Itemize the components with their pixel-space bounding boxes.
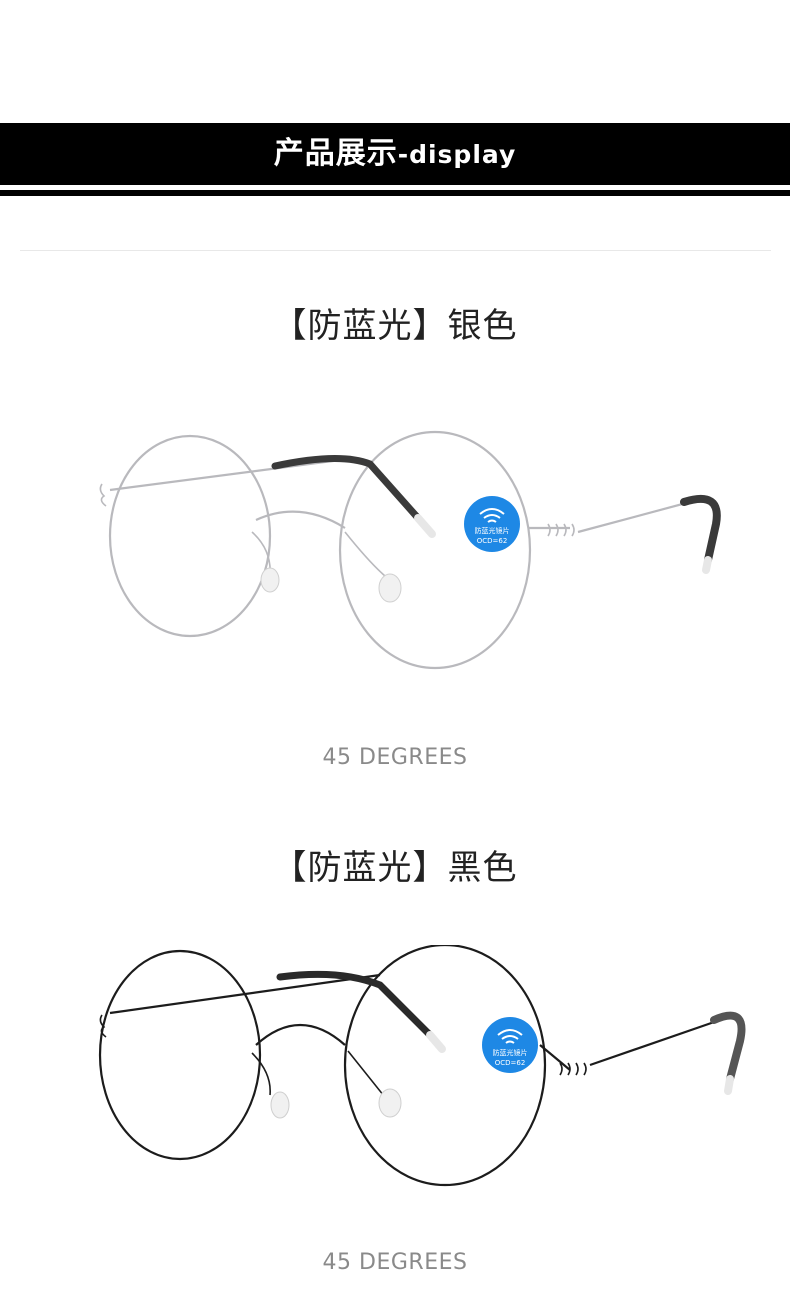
- nose-pad-right-black: [378, 1088, 402, 1118]
- left-lens-rim-black: [98, 949, 262, 1161]
- blue-light-sticker-black: 防蓝光镜片 OCD=62: [482, 1017, 538, 1073]
- banner-title-en: -display: [397, 140, 517, 169]
- angle-caption-silver: 45 DEGREES: [322, 745, 468, 770]
- sticker-text-1-black: 防蓝光镜片: [493, 1048, 528, 1057]
- banner-title: 产品展示-display: [0, 123, 790, 185]
- glasses-image-silver: 防蓝光镜片 OCD=62: [99, 430, 721, 670]
- nose-pad-right-silver: [378, 573, 402, 603]
- right-lens-rim-black: [343, 945, 547, 1187]
- banner-stripe: [0, 190, 790, 196]
- product-title-silver: 【防蓝光】银色: [272, 306, 518, 346]
- sticker-text-1-silver: 防蓝光镜片: [475, 526, 510, 535]
- right-lens-rim-silver: [338, 430, 532, 670]
- temple-tip-left-silver: [271, 455, 422, 522]
- divider: [20, 250, 771, 251]
- product-title-black: 【防蓝光】黑色: [272, 848, 518, 888]
- temple-tip-right-black: [710, 1011, 746, 1083]
- frame-silver: [99, 430, 691, 670]
- sticker-text-2-black: OCD=62: [495, 1059, 526, 1067]
- frame-black: [98, 945, 721, 1187]
- temple-tip-left-black: [276, 970, 434, 1039]
- section-banner: 产品展示-display: [0, 123, 790, 185]
- sticker-text-2-silver: OCD=62: [477, 537, 508, 545]
- angle-caption-black: 45 DEGREES: [322, 1250, 468, 1275]
- nose-pad-left-silver: [260, 567, 280, 593]
- banner-title-cn: 产品展示: [273, 136, 398, 171]
- nose-pad-left-black: [270, 1091, 290, 1119]
- left-lens-rim-silver: [108, 434, 272, 638]
- blue-light-sticker-silver: 防蓝光镜片 OCD=62: [464, 496, 520, 552]
- glasses-image-black: 防蓝光镜片 OCD=62: [98, 945, 746, 1187]
- temple-tip-right-silver: [680, 494, 721, 564]
